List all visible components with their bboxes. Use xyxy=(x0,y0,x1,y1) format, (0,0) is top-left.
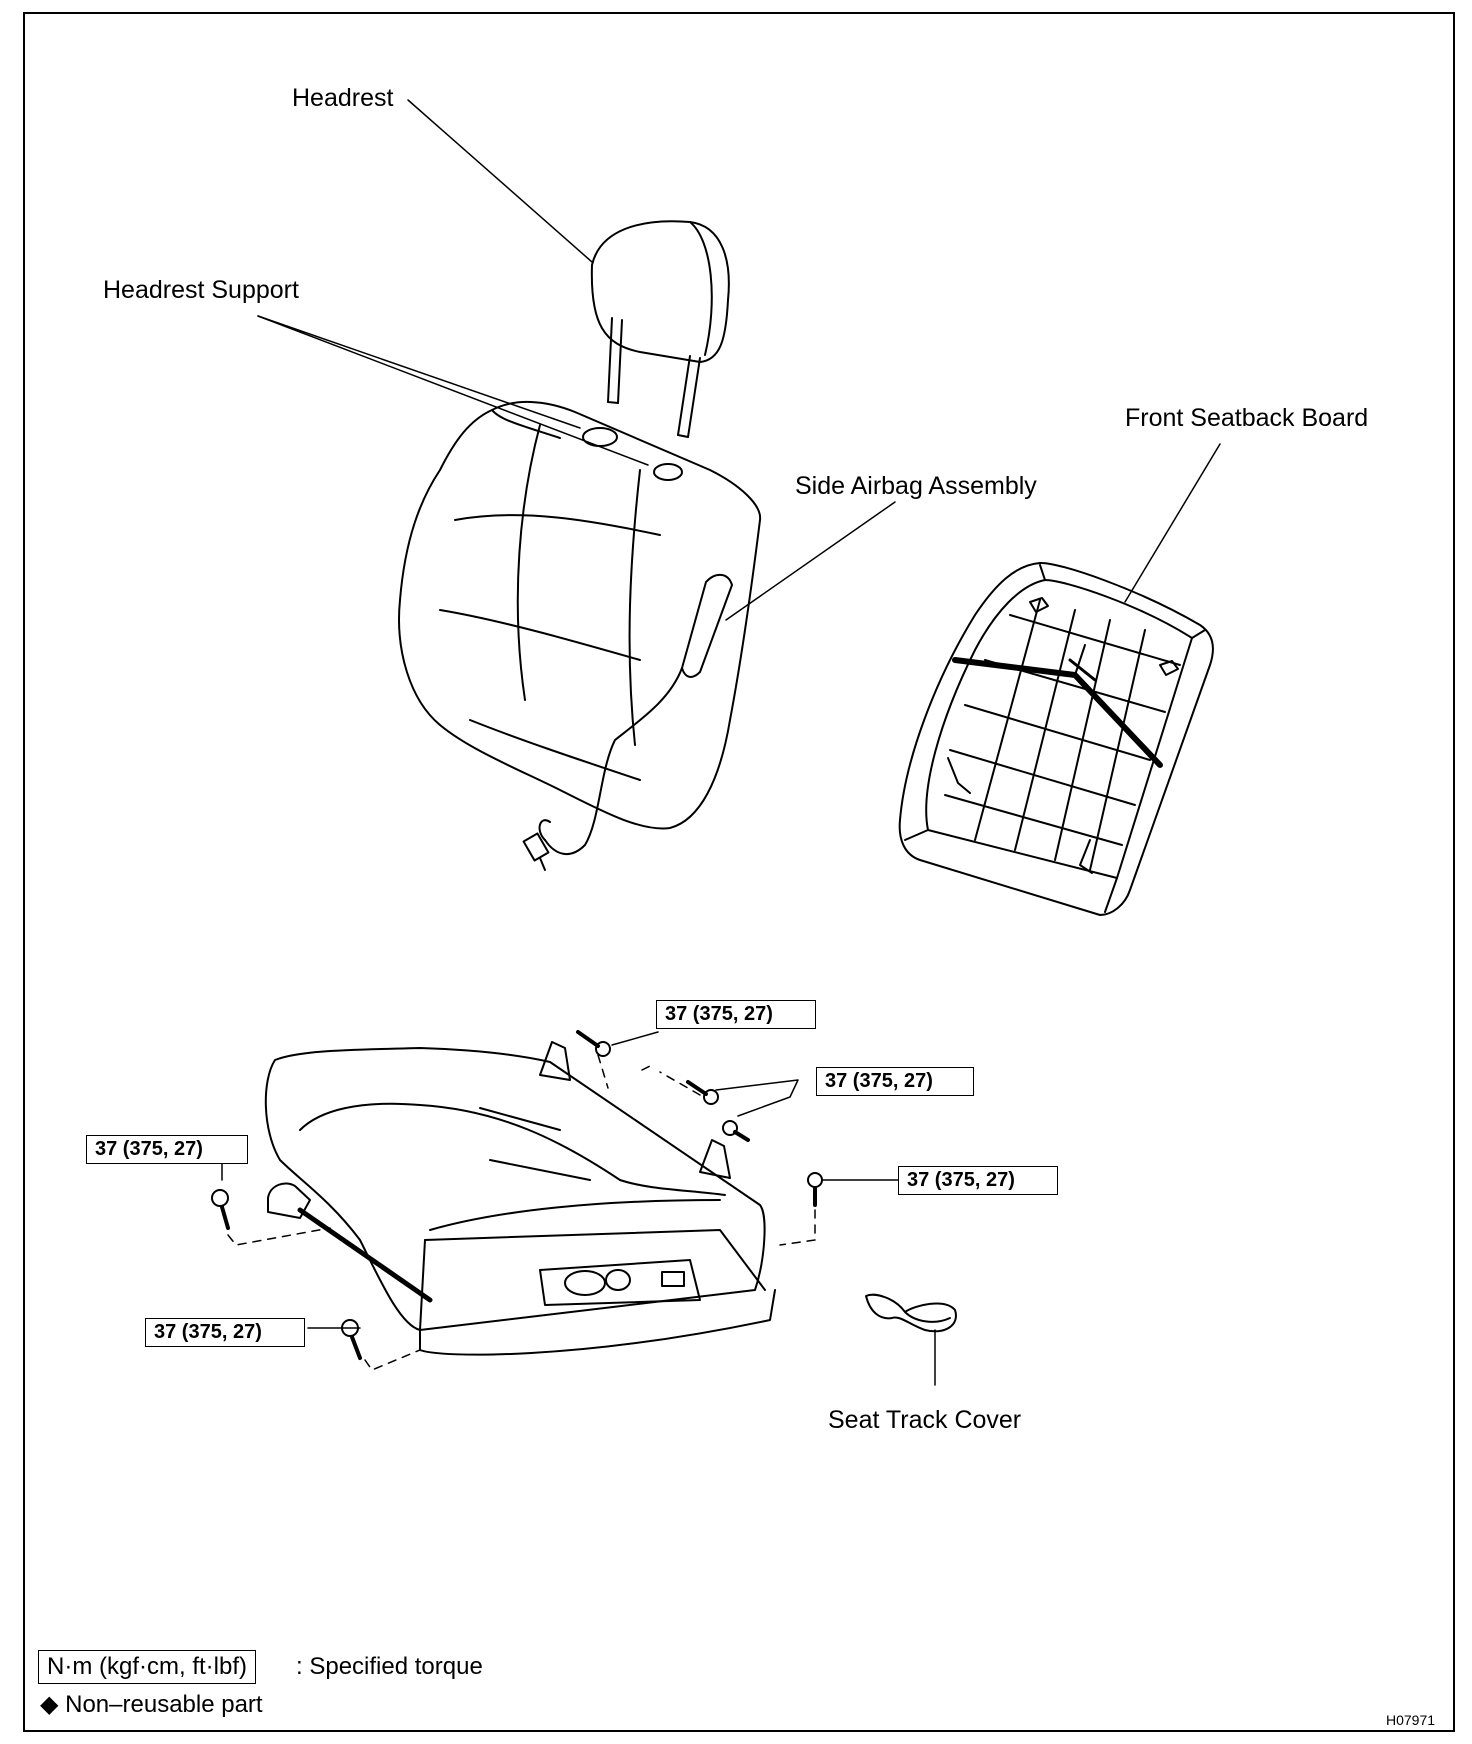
torque-box-4: 37 (375, 27) xyxy=(898,1166,1058,1195)
label-seat-track-cover: Seat Track Cover xyxy=(828,1406,1022,1434)
legend-non-reusable: ◆ Non–reusable part xyxy=(40,1691,263,1718)
label-headrest: Headrest xyxy=(292,84,394,112)
headrest-drawing xyxy=(590,220,730,438)
dashed-lines xyxy=(227,1054,816,1371)
torque-box-5: 37 (375, 27) xyxy=(145,1318,305,1347)
figure-code: H07971 xyxy=(1386,1712,1436,1728)
label-side-airbag-assembly: Side Airbag Assembly xyxy=(795,472,1037,500)
torque-box-1: 37 (375, 27) xyxy=(656,1000,816,1029)
seat-track-cover-drawing xyxy=(865,1293,957,1333)
diagram-frame xyxy=(23,12,1455,1732)
leader-lines xyxy=(221,99,1221,1386)
seatback-board-drawing xyxy=(898,561,1214,916)
torque-box-3: 37 (375, 27) xyxy=(86,1135,248,1164)
torque-box-2: 37 (375, 27) xyxy=(816,1067,974,1096)
seat-cushion-drawing xyxy=(264,1041,776,1356)
seatback-drawing xyxy=(398,401,762,871)
label-headrest-support: Headrest Support xyxy=(103,276,299,304)
label-front-seatback-board: Front Seatback Board xyxy=(1125,404,1369,432)
legend-torque-unit: N·m (kgf·cm, ft·lbf) xyxy=(38,1650,256,1684)
legend-torque-desc: : Specified torque xyxy=(296,1653,483,1680)
